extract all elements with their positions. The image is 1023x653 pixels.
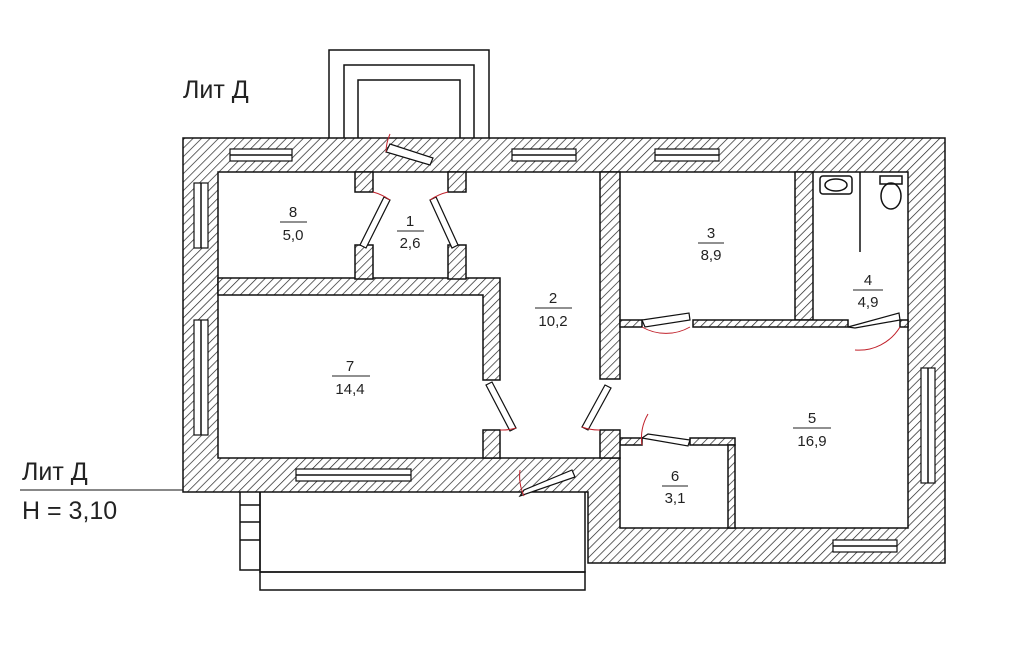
svg-text:1: 1 [406,213,414,230]
interior-walls [217,171,909,529]
room-label-2: 2 10,2 [535,290,572,330]
room-label-4: 4 4,9 [853,272,883,311]
svg-text:5,0: 5,0 [283,227,304,244]
top-title: Лит Д [183,76,249,104]
svg-text:8,9: 8,9 [701,247,722,264]
room-label-1: 1 2,6 [397,213,424,252]
side-title: Лит Д [22,458,88,486]
entrance-porch [328,49,490,141]
svg-text:4,9: 4,9 [858,294,879,311]
room-label-7: 7 14,4 [332,358,370,398]
svg-text:4: 4 [864,272,872,289]
terrace [239,489,586,591]
room-label-3: 3 8,9 [698,225,724,264]
room-label-8: 8 5,0 [280,204,307,244]
svg-text:8: 8 [289,204,297,221]
windows [193,148,936,553]
svg-text:16,9: 16,9 [797,433,826,450]
doors [359,133,901,498]
toilet-icon [879,175,903,210]
outer-walls [182,137,946,564]
svg-text:14,4: 14,4 [335,381,364,398]
svg-text:6: 6 [671,468,679,485]
room-label-5: 5 16,9 [793,410,831,450]
sink-icon [819,175,853,195]
svg-text:10,2: 10,2 [538,313,567,330]
height-note: H = 3,10 [22,497,117,525]
svg-text:2,6: 2,6 [400,235,421,252]
svg-text:2: 2 [549,290,557,307]
svg-text:3: 3 [707,225,715,242]
svg-text:3,1: 3,1 [665,490,686,507]
room-label-6: 6 3,1 [662,468,688,507]
svg-text:5: 5 [808,410,816,427]
svg-text:7: 7 [346,358,354,375]
